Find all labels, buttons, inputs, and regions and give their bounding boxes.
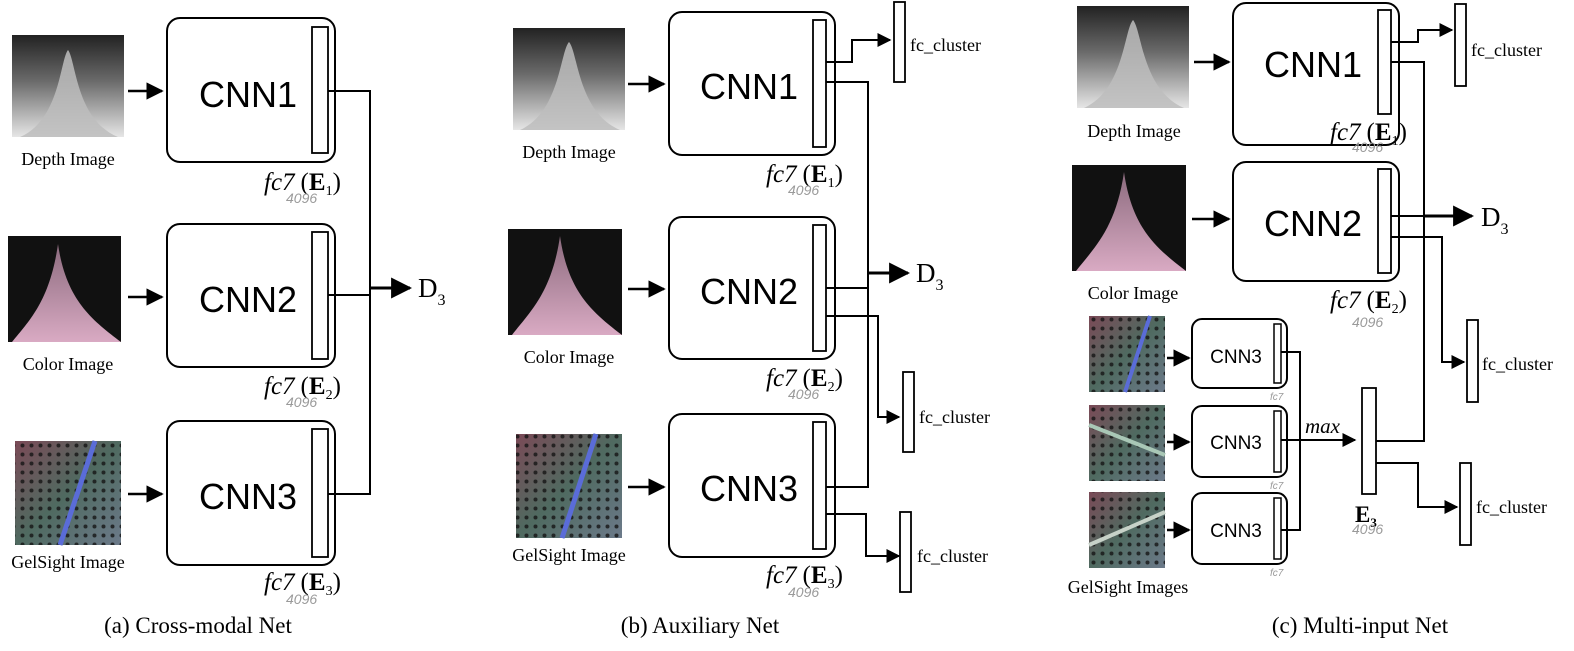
embedding-label: fc7(E1) [1330, 119, 1407, 149]
dimension-label: 4096 [286, 591, 317, 607]
gelsight-image-thumbnail [1088, 405, 1166, 481]
cnn-box [1232, 161, 1400, 282]
input-label: Depth Image [522, 142, 615, 162]
cnn-label: CNN2 [1264, 203, 1362, 244]
fc-layer-bar [1273, 323, 1282, 384]
input-label: Depth Image [21, 149, 114, 169]
dimension-label: 4096 [1352, 314, 1383, 330]
input-label: Color Image [23, 354, 113, 374]
connector-lines [328, 90, 371, 495]
cnn-box [668, 11, 836, 156]
dimension-label: 4096 [1352, 139, 1383, 155]
color-image-thumbnail [1072, 165, 1186, 271]
output-label: D3 [418, 273, 446, 309]
dimension-label: 4096 [788, 386, 819, 402]
fc7-small-label: fc7 [1270, 481, 1284, 492]
input-label: Color Image [524, 347, 614, 367]
embedding-label: fc7(E3) [766, 562, 843, 592]
embedding-label: fc7(E2) [766, 365, 843, 395]
fc-layer-bar [812, 19, 827, 148]
fc-layer-bar [1361, 387, 1377, 495]
connector-lines [1376, 29, 1462, 508]
cnn-box [1191, 405, 1288, 478]
input-label: GelSight Image [512, 545, 625, 565]
fc-layer-bar [311, 26, 329, 154]
fc-cluster-bar [902, 371, 915, 453]
cnn-box [1232, 2, 1400, 146]
input-label: Depth Image [1087, 121, 1180, 141]
dimension-label: 4096 [1352, 521, 1383, 537]
depth-image-thumbnail [12, 35, 124, 137]
embedding-label: E3 [1355, 502, 1377, 530]
color-image-thumbnail [508, 229, 622, 335]
gelsight-image-thumbnail [1089, 315, 1165, 393]
panel-auxiliary-net: Depth Image Color Image GelSight Image C… [508, 1, 990, 638]
color-image-thumbnail [8, 236, 121, 342]
cnn-label: CNN3 [1210, 521, 1262, 542]
cnn-box [668, 413, 836, 558]
gelsight-image-thumbnail [516, 433, 622, 539]
embedding-label: fc7(E2) [264, 373, 341, 403]
aux-label: fc_cluster [1476, 497, 1547, 517]
fc-layer-bar [311, 231, 329, 360]
aux-label: fc_cluster [1482, 354, 1553, 374]
cnn-label: CNN1 [1264, 44, 1362, 85]
connector-lines [826, 39, 897, 557]
cnn-label: CNN2 [199, 279, 297, 320]
fc7-small-label: fc7 [1270, 392, 1284, 403]
aux-label: fc_cluster [910, 35, 981, 55]
depth-image-thumbnail [1077, 6, 1189, 108]
dimension-label: 4096 [286, 190, 317, 206]
cnn-label: CNN2 [700, 271, 798, 312]
cnn-box [1191, 318, 1288, 389]
input-label: GelSight Images [1068, 577, 1188, 597]
input-label: Color Image [1088, 283, 1178, 303]
panel-caption: (b) Auxiliary Net [621, 613, 780, 638]
dimension-label: 4096 [788, 584, 819, 600]
dimension-label: 4096 [788, 182, 819, 198]
fc7-small-label: fc7 [1270, 568, 1284, 579]
cnn-label: CNN3 [1210, 347, 1262, 368]
embedding-label: fc7(E1) [766, 161, 843, 191]
cnn-label: CNN1 [700, 66, 798, 107]
panel-multi-input-net: Depth Image Color Image GelSight Images … [1068, 2, 1553, 638]
fc-cluster-bar [1454, 3, 1467, 87]
cnn-box [1191, 492, 1288, 565]
cnn-label: CNN3 [199, 476, 297, 517]
embedding-label: fc7(E1) [264, 169, 341, 199]
fc-layer-bar [812, 421, 827, 550]
fc-layer-bar [1273, 497, 1282, 560]
embedding-label: fc7(E2) [1330, 287, 1407, 317]
fc-layer-bar [1273, 410, 1282, 473]
fc-cluster-bar [1466, 319, 1479, 403]
dimension-label: 4096 [286, 394, 317, 410]
gelsight-image-thumbnail [15, 440, 121, 546]
input-label: GelSight Image [11, 552, 124, 572]
gelsight-image-thumbnail [1088, 492, 1166, 568]
fc-layer-bar [812, 224, 827, 352]
output-label: D3 [1481, 202, 1509, 238]
cnn-label: CNN3 [1210, 433, 1262, 454]
fc-cluster-bar [899, 511, 912, 593]
output-label: D3 [916, 258, 944, 294]
panel-caption: (c) Multi-input Net [1272, 613, 1449, 638]
cnn-label: CNN3 [700, 468, 798, 509]
aux-label: fc_cluster [917, 546, 988, 566]
max-pool-label: max [1305, 414, 1341, 438]
fc-cluster-bar [1459, 462, 1472, 546]
aux-label: fc_cluster [919, 407, 990, 427]
panel-caption: (a) Cross-modal Net [104, 613, 292, 638]
panel-cross-modal-net: Depth Image Color Image GelSight Image C… [8, 17, 446, 638]
aux-label: fc_cluster [1471, 40, 1542, 60]
fc-layer-bar [1377, 9, 1392, 115]
embedding-label: fc7(E3) [264, 569, 341, 599]
depth-image-thumbnail [513, 28, 625, 130]
fc-cluster-bar [893, 1, 906, 83]
fc-layer-bar [1377, 168, 1392, 274]
cnn-label: CNN1 [199, 74, 297, 115]
fc-layer-bar [311, 428, 329, 558]
